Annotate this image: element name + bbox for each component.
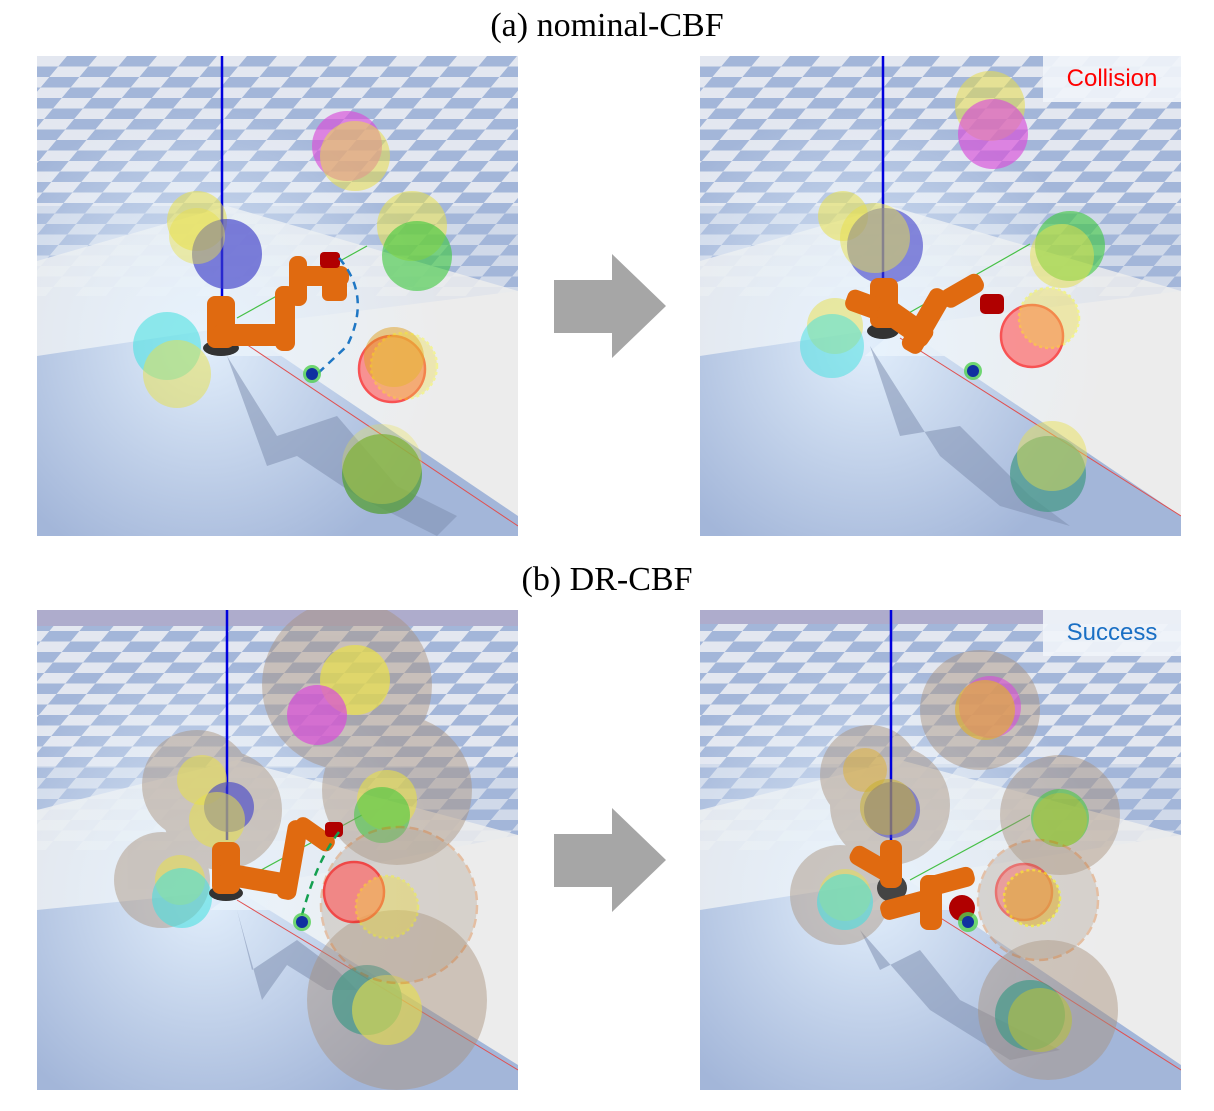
status-badge-collision: Collision <box>1043 56 1181 102</box>
caption-nominal-cbf: (a) nominal-CBF <box>490 7 724 44</box>
robot-arm <box>845 273 984 354</box>
caption-dr-cbf: (b) DR-CBF <box>521 561 693 598</box>
transition-arrow-icon <box>554 808 666 912</box>
scene-dr-cbf-initial <box>37 610 518 1090</box>
status-badge-success: Success <box>1043 610 1181 656</box>
robot-arm <box>203 256 349 356</box>
scene-nominal-cbf-final: Collision <box>700 56 1181 536</box>
transition-arrow-icon <box>554 254 666 358</box>
scene-dr-cbf-final: Success <box>700 610 1181 1090</box>
robot-arm <box>209 817 335 901</box>
robot-arm <box>849 840 975 930</box>
scene-nominal-cbf-initial <box>37 56 518 536</box>
